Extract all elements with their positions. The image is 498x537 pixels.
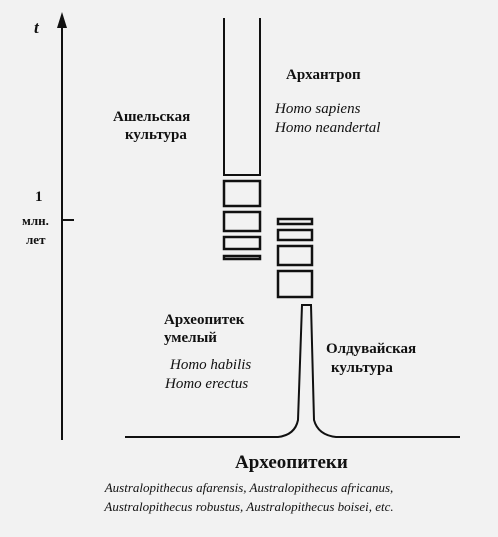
- label-acheulean: культура: [125, 127, 187, 143]
- lower-branch-segment: [276, 269, 314, 299]
- axis-tick-unit: млн.: [22, 213, 49, 228]
- label-archanthrop: Архантроп: [286, 67, 361, 83]
- axis-symbol: t: [34, 18, 39, 37]
- upper-trunk: [223, 18, 261, 176]
- axis-tick-value: 1: [35, 189, 43, 205]
- label-olduvai: культура: [331, 360, 393, 376]
- label-homo-habilis: Homo habilis: [170, 357, 252, 373]
- caption-line: Australopithecus afarensis, Australopith…: [104, 480, 394, 495]
- axis-tick-unit: лет: [26, 232, 46, 247]
- label-homo-neandertal: Homo neandertal: [275, 120, 381, 136]
- label-archaeopithecus: Археопитек: [164, 312, 245, 328]
- upper-branch-segment: [222, 210, 262, 233]
- label-acheulean: Ашельская: [113, 109, 191, 125]
- label-archaeopithecus: умелый: [164, 330, 217, 346]
- caption-line: Australopithecus robustus, Australopithe…: [104, 499, 394, 514]
- lower-branch-segment: [276, 217, 314, 226]
- upper-branch-segment: [222, 235, 262, 251]
- time-axis-arrow-icon: [57, 12, 67, 28]
- baseline-stem: [125, 304, 460, 438]
- label-archaeopitheki: Археопитеки: [235, 452, 348, 473]
- label-homo-sapiens: Homo sapiens: [275, 101, 361, 117]
- label-homo-erectus: Homo erectus: [165, 376, 249, 392]
- lower-branch-segment: [276, 244, 314, 267]
- label-olduvai: Олдувайская: [326, 341, 417, 357]
- upper-branch-segment: [222, 254, 262, 261]
- lower-branch-segment: [276, 228, 314, 242]
- upper-branch-segment: [222, 179, 262, 208]
